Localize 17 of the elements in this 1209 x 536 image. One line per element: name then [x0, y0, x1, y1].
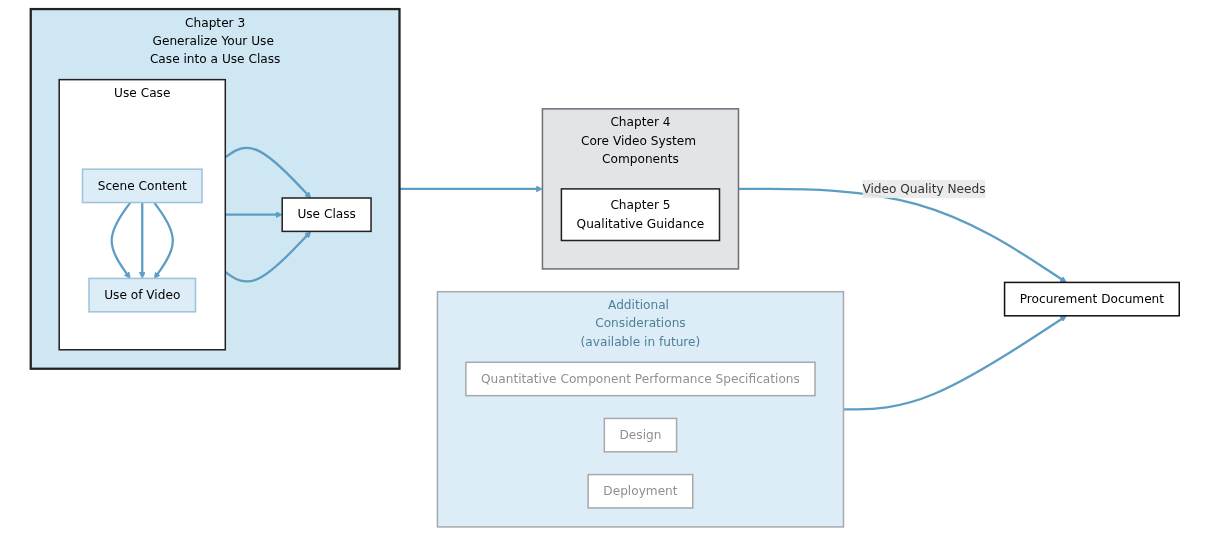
arrow	[138, 202, 146, 279]
node-box: Chapter 5 Qualitative Guidance	[560, 188, 720, 242]
node-box: Scene Content	[81, 168, 203, 204]
arrow	[842, 315, 1067, 411]
node-box: Deployment	[586, 473, 693, 509]
node-box: Procurement Document	[1003, 281, 1180, 317]
arrow	[224, 231, 311, 283]
node-box: Use of Video	[87, 277, 196, 313]
arrow	[152, 201, 174, 279]
node-box: Design	[603, 417, 677, 453]
arrow	[224, 211, 282, 219]
arrow	[110, 201, 131, 279]
edge-label: Video Quality Needs	[861, 181, 986, 196]
node-box: Use Class	[280, 197, 372, 233]
arrow	[224, 146, 311, 199]
arrow	[737, 187, 1067, 283]
node-box: Quantitative Component Performance Specifications	[464, 361, 816, 397]
